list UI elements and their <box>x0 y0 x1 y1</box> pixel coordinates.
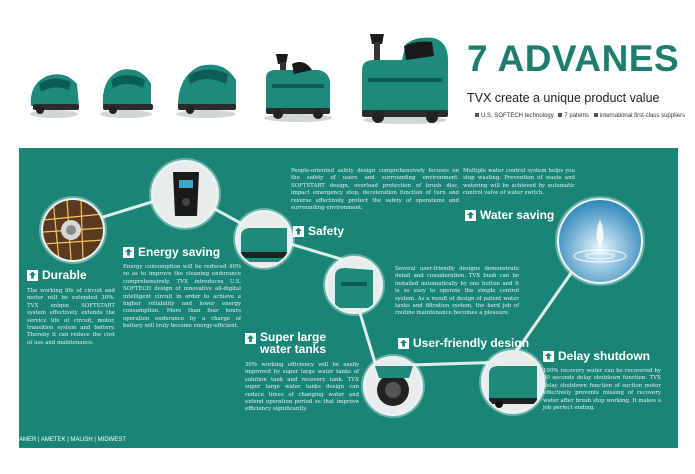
bullet-icon <box>558 113 563 117</box>
durable-heading: Durable <box>27 268 87 282</box>
safety-text: People-oriented safety design comprehens… <box>291 168 459 212</box>
header-section: 7 ADVANES TVX create a unique product va… <box>0 0 695 148</box>
tag-suppliers: international first-class suppliers <box>599 113 686 119</box>
arrow-up-icon <box>27 269 38 281</box>
water-saving-heading: Water saving <box>465 208 554 222</box>
durable-title: Durable <box>42 268 87 282</box>
water-saving-title: Water saving <box>480 208 555 222</box>
bullet-icon <box>475 113 479 117</box>
user-friendly-text: Several user-friendly designs demonstrat… <box>395 266 519 317</box>
features-panel: Durable The working life of circuit and … <box>19 148 678 448</box>
arrow-up-icon <box>293 225 304 237</box>
user-friendly-heading: User-friendly design <box>398 336 529 350</box>
energy-heading: Energy saving <box>123 245 220 259</box>
machine-1-image <box>30 74 79 118</box>
safety-image <box>235 210 293 268</box>
delay-title: Delay shutdown <box>558 349 651 363</box>
durable-text: The working life of circuit and motor wi… <box>27 288 115 346</box>
arrow-up-icon <box>465 209 476 221</box>
machine-2-image <box>100 69 153 118</box>
user-friendly-title: User-friendly design <box>413 336 530 350</box>
safety-title: Safety <box>308 224 345 238</box>
machine-5-image <box>362 34 448 124</box>
water-tank-image <box>325 256 383 314</box>
safety-heading: Safety <box>293 224 344 238</box>
brand-tags: U.S. SOFTECH technology 7 patents intern… <box>472 113 692 119</box>
water-tanks-heading: Super large water tanks <box>245 331 326 355</box>
user-friendly-image <box>363 356 423 416</box>
arrow-up-icon <box>245 333 256 344</box>
arrow-up-icon <box>398 337 409 349</box>
water-tanks-text: 30% working efficiency will be easily im… <box>245 362 359 413</box>
machine-4-image <box>264 54 332 122</box>
partner-list: ■ AMER | AMETEK | MALISH | MIDWEST <box>14 437 126 443</box>
water-tanks-title-1: Super large <box>260 330 327 344</box>
water-drop-image <box>557 198 643 284</box>
arrow-up-icon <box>543 350 554 362</box>
bullet-icon <box>593 113 598 117</box>
water-saving-text: Multiple water control system helps you … <box>463 168 575 197</box>
arrow-up-icon <box>123 246 134 258</box>
delay-shutdown-image <box>481 350 545 414</box>
circuit-image <box>41 198 105 262</box>
energy-title: Energy saving <box>138 245 221 259</box>
machine-3-image <box>176 64 236 118</box>
controller-image <box>151 160 219 228</box>
water-tanks-title-2: water tanks <box>260 342 327 356</box>
brand-title: 7 ADVANES <box>467 38 680 79</box>
delay-heading: Delay shutdown <box>543 349 650 363</box>
brand-subtitle: TVX create a unique product value <box>467 91 660 105</box>
tag-patents: 7 patents <box>564 113 590 119</box>
energy-text: Energy consumption will be reduced 40% s… <box>123 264 241 330</box>
tag-softech: U.S. SOFTECH technology <box>481 113 554 119</box>
delay-text: 100% recovery water can be recovered by … <box>543 368 661 412</box>
